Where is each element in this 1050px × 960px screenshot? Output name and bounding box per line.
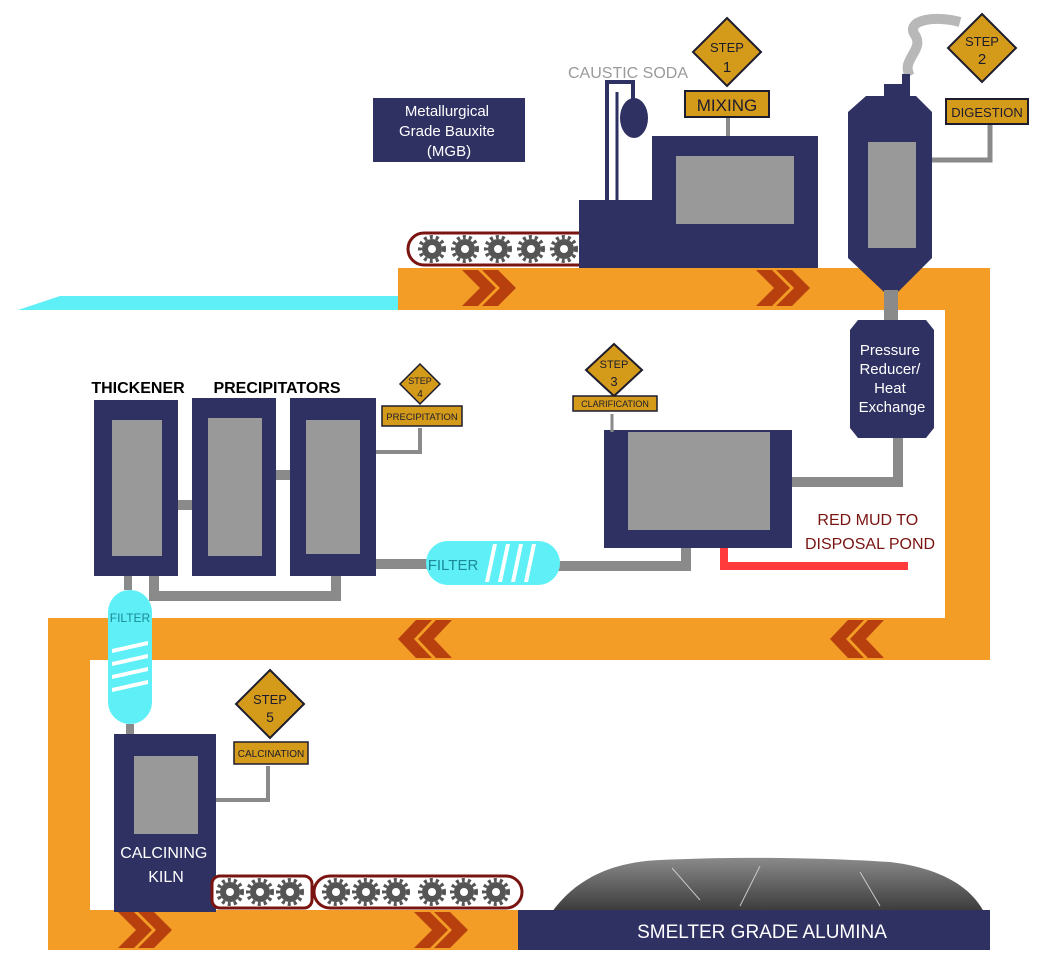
step-1-sign: STEP 1 MIXING	[684, 16, 770, 118]
top-gear-conveyor	[406, 231, 600, 267]
bauxite-box	[373, 98, 525, 162]
alumina-pile	[552, 857, 984, 912]
caustic-soda-tank	[620, 98, 648, 138]
thickener-tank	[94, 400, 178, 576]
svg-text:STEP: STEP	[710, 40, 744, 55]
svg-text:3: 3	[610, 374, 617, 389]
filter-horizontal: FILTER	[426, 541, 560, 585]
clarifier-to-filter-pipe	[558, 548, 691, 571]
filter-vertical: FILTER	[108, 590, 152, 724]
svg-text:2: 2	[978, 51, 986, 68]
bottom-gear-conveyor-2	[312, 874, 524, 910]
svg-text:FILTER: FILTER	[110, 611, 151, 625]
pressure-reducer-label: Pressure Reducer/ Heat Exchange	[859, 342, 926, 416]
step-3-sign: STEP 3 CLARIFICATION	[572, 342, 658, 412]
svg-text:STEP: STEP	[408, 376, 432, 386]
cyan-feed-wedge	[18, 296, 398, 310]
bottom-gear-conveyor-1	[210, 874, 314, 910]
smelter-grade-alumina-bar	[518, 910, 990, 950]
svg-text:STEP: STEP	[600, 359, 629, 371]
svg-text:5: 5	[266, 709, 274, 725]
step-2-sign: STEP 2 DIGESTION	[945, 12, 1029, 125]
step-5-sign: STEP 5 CALCINATION	[233, 668, 309, 765]
svg-text:FILTER: FILTER	[428, 557, 479, 574]
precipitator-1	[192, 398, 276, 576]
calcining-kiln	[114, 734, 216, 912]
red-mud-label: RED MUD TO DISPOSAL POND	[805, 512, 935, 553]
output-label: SMELTER GRADE ALUMINA	[637, 922, 887, 943]
caustic-soda-label: CAUSTIC SODA	[568, 65, 688, 82]
precipitator-2	[290, 398, 376, 576]
thickener-label: THICKENER	[91, 380, 185, 397]
bauxite-label: Metallurgical Grade Bauxite (MGB)	[399, 103, 499, 160]
red-mud-pipe	[720, 548, 908, 570]
svg-text:CLARIFICATION: CLARIFICATION	[581, 399, 649, 409]
svg-text:STEP: STEP	[253, 692, 287, 707]
caustic-soda-pipe	[605, 80, 635, 205]
svg-text:4: 4	[417, 389, 423, 400]
digestion-smoke	[902, 13, 962, 79]
svg-text:1: 1	[723, 59, 731, 76]
svg-text:PRECIPITATION: PRECIPITATION	[386, 412, 458, 423]
step-4-sign: STEP 4 PRECIPITATION	[381, 362, 463, 427]
kiln-label: CALCINING KILN	[120, 845, 212, 886]
precipitators-label: PRECIPITATORS	[213, 380, 340, 397]
pressure-reducer	[850, 320, 934, 438]
svg-text:STEP: STEP	[965, 34, 999, 49]
flow-chevrons	[118, 270, 884, 948]
svg-text:DIGESTION: DIGESTION	[951, 105, 1023, 120]
svg-text:CALCINATION: CALCINATION	[238, 749, 305, 760]
svg-text:MIXING: MIXING	[697, 96, 757, 115]
